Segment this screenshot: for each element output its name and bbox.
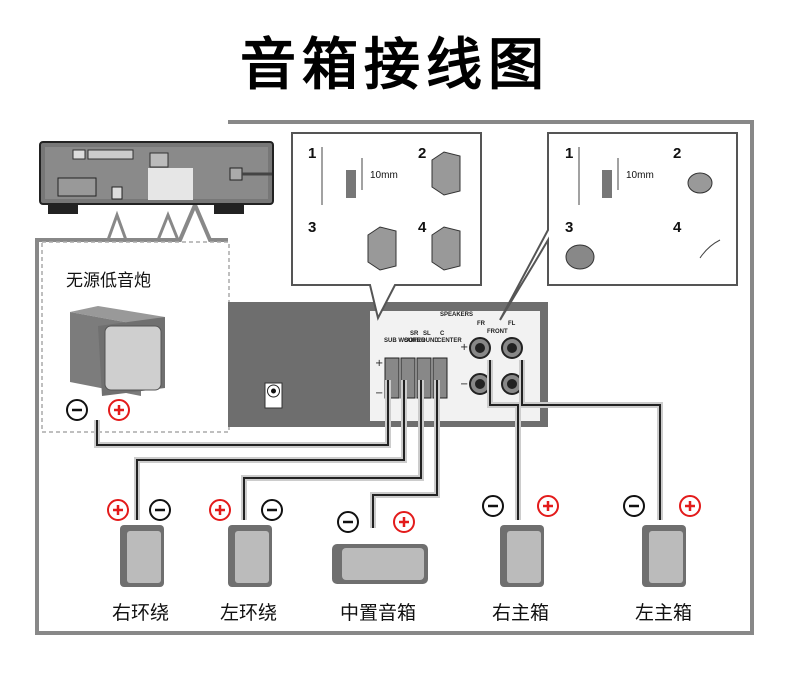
speaker-label-front-left: 左主箱: [635, 602, 693, 624]
speakers-section-label: SPEAKERS: [440, 312, 473, 318]
spring-terminals: [384, 357, 448, 399]
speaker-label-right-surround: 右环绕: [112, 602, 170, 624]
minus-mark-front: −: [460, 379, 468, 390]
center-terminal-label: CENTER: [437, 338, 462, 344]
front-binding-posts: [469, 337, 523, 395]
subwoofer-label: 无源低音炮: [66, 271, 151, 291]
diagram-title: 音箱接线图: [240, 33, 550, 98]
receiver-rear-illustration: [39, 141, 274, 241]
code-sl: SL: [423, 331, 431, 337]
outer-frame: [35, 120, 754, 635]
speaker-label-front-right: 右主箱: [492, 602, 550, 624]
plus-mark: +: [375, 358, 383, 369]
left-measure: 10mm: [370, 170, 398, 181]
speaker-center: [332, 544, 428, 584]
polarity-markers: [66, 399, 701, 533]
spring-clip-instructions: [291, 132, 482, 321]
code-fl: FL: [508, 321, 516, 327]
plus-mark-front: +: [460, 342, 468, 353]
speaker-left-surround: [228, 525, 272, 587]
code-sr: SR: [410, 331, 419, 337]
subwoofer-pre-out-jack: [264, 382, 283, 409]
minus-mark: −: [375, 388, 383, 399]
binding-post-instructions: [499, 132, 738, 321]
subwoofer-speaker: [70, 306, 165, 396]
left-step-3: 3: [308, 219, 316, 236]
code-c: C: [440, 331, 445, 337]
code-fr: FR: [477, 321, 486, 327]
subwoofer-terminal-label: SUB WOOFER: [384, 338, 426, 344]
left-step-4: 4: [418, 219, 427, 236]
right-step-2: 2: [673, 145, 681, 162]
right-step-3: 3: [565, 219, 573, 236]
left-step-1: 1: [308, 145, 316, 162]
right-step-4: 4: [673, 219, 682, 236]
right-step-1: 1: [565, 145, 573, 162]
surround-terminal-label: SURROUND: [404, 338, 439, 344]
right-measure: 10mm: [626, 170, 654, 181]
speaker-front-right: [500, 525, 544, 587]
left-step-2: 2: [418, 145, 426, 162]
speaker-label-left-surround: 左环绕: [220, 602, 278, 624]
speaker-label-center: 中置音箱: [340, 602, 417, 624]
front-terminal-label: FRONT: [487, 329, 508, 335]
speaker-front-left: [642, 525, 686, 587]
speaker-right-surround: [120, 525, 164, 587]
speaker-wires: [94, 360, 663, 528]
